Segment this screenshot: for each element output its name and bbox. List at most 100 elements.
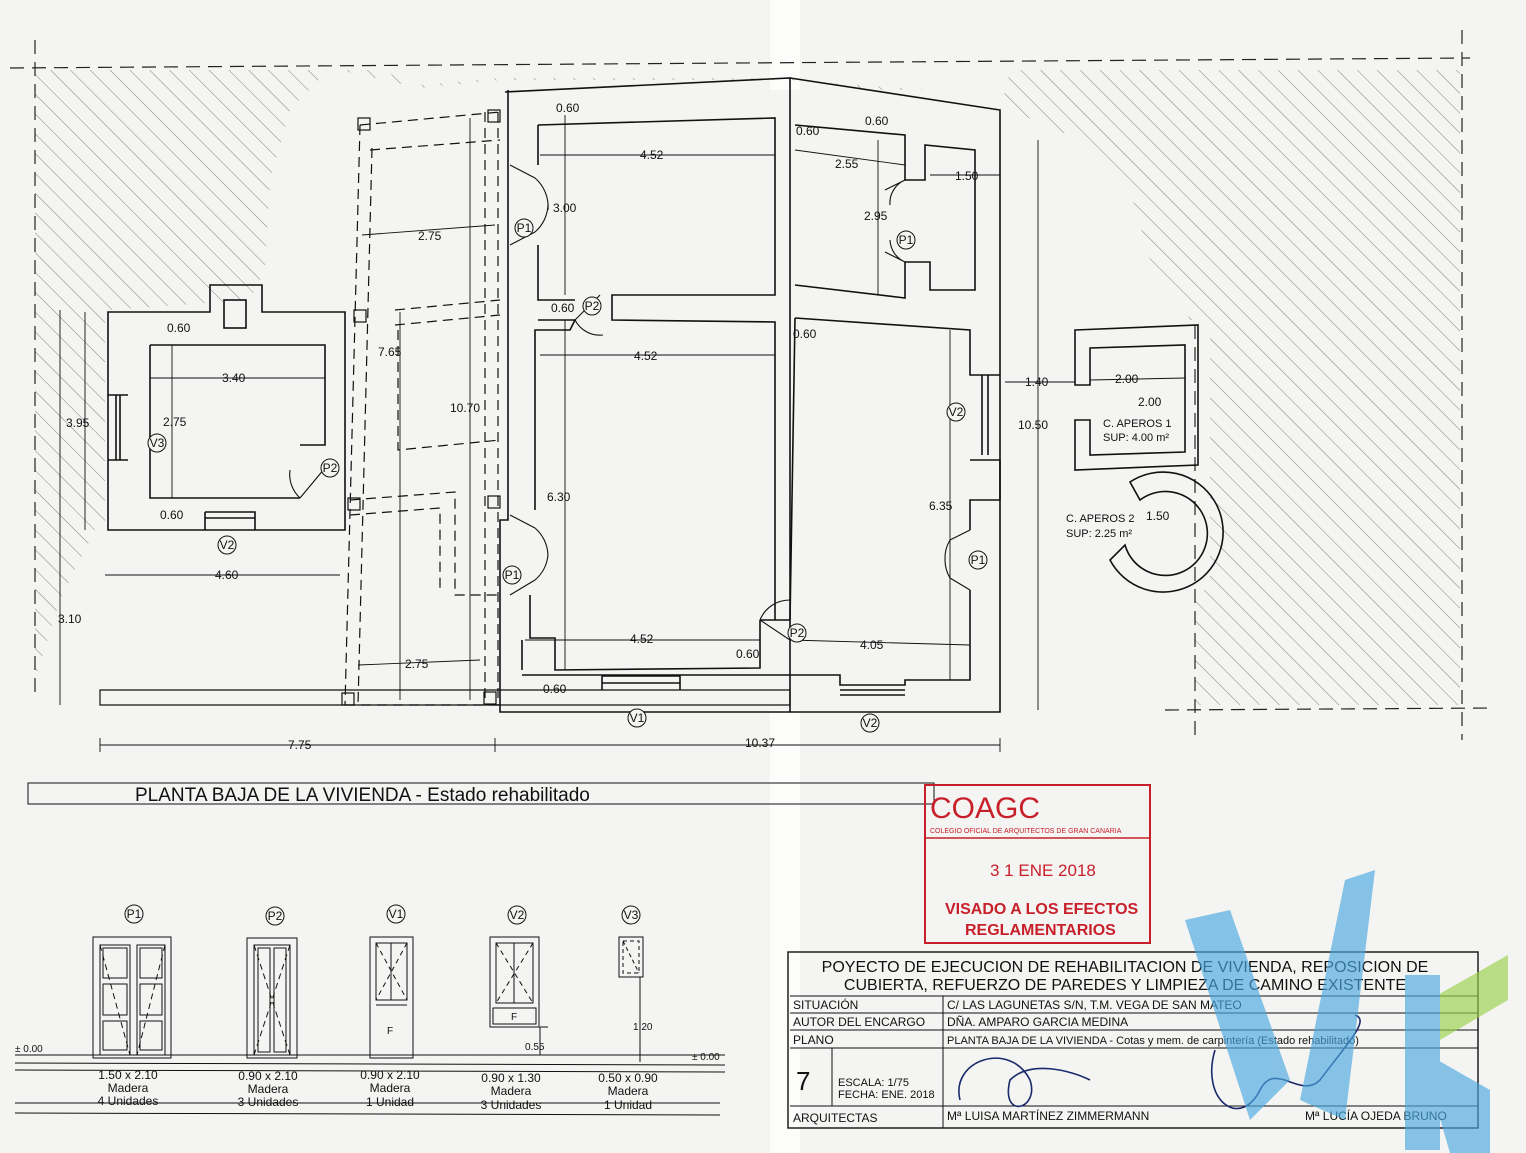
tag-p1-d: P1 [971, 553, 986, 567]
tag-v2-a: V2 [949, 405, 964, 419]
dim-255: 2.55 [835, 157, 859, 171]
dim-295: 2.95 [864, 209, 888, 223]
aperos1-name: C. APEROS 1 [1103, 418, 1171, 430]
legend-units-p2: 3 Unidades [238, 1095, 299, 1109]
aperos2-name: C. APEROS 2 [1066, 513, 1134, 525]
stamp-org-full: COLEGIO OFICIAL DE ARQUITECTOS DE GRAN C… [930, 828, 1122, 835]
stamp-line1: VISADO A LOS EFECTOS [945, 901, 1139, 918]
dim-060-mid: 0.60 [551, 301, 575, 315]
dim-140: 1.40 [1025, 375, 1049, 389]
architect-1: Mª LUISA MARTÍNEZ ZIMMERMANN [947, 1108, 1149, 1123]
tag-p2-a: P2 [585, 299, 600, 313]
plano-label: PLANO [793, 1033, 834, 1047]
dim-275-b: 2.75 [163, 415, 187, 429]
legend-size-p2: 0.90 x 2.10 [238, 1069, 298, 1083]
legend-units-v2: 3 Unidades [481, 1098, 542, 1112]
legend-material-v2: Madera [491, 1084, 532, 1098]
tag-p1-a: P1 [517, 221, 532, 235]
watermark-logo [1185, 870, 1508, 1153]
title-block: POYECTO DE EJECUCION DE REHABILITACION D… [787, 951, 1479, 1129]
dim-630: 6.30 [547, 490, 571, 504]
terrain-hatch [35, 68, 1460, 705]
legend-units-p1: 4 Unidades [98, 1094, 159, 1108]
legend-units-v3: 1 Unidad [604, 1098, 652, 1112]
situacion-value: C/ LAS LAGUNETAS S/N, T.M. VEGA DE SAN M… [947, 998, 1242, 1012]
legend-tag-v1: V1 [389, 907, 404, 921]
level-left: ± 0.00 [15, 1044, 43, 1055]
tag-p1-c: P1 [505, 568, 520, 582]
dim-060-top-right: 0.60 [865, 114, 889, 128]
dim-1070: 10.70 [450, 401, 480, 415]
tag-p2-b: P2 [323, 461, 338, 475]
level-right: ± 0.00 [692, 1052, 720, 1063]
v3-sill-height: 1.20 [633, 1022, 653, 1033]
legend-units-v1: 1 Unidad [366, 1095, 414, 1109]
legend-material-p1: Madera [108, 1081, 149, 1095]
tag-v2-b: V2 [220, 538, 235, 552]
dim-1037: 10.37 [745, 736, 775, 750]
legend-tag-v3: V3 [624, 908, 639, 922]
legend-tag-p2: P2 [268, 909, 283, 923]
fecha: FECHA: ENE. 2018 [838, 1089, 935, 1101]
legend-tag-p1: P1 [127, 907, 142, 921]
dim-300: 3.00 [553, 201, 577, 215]
dim-150-b: 1.50 [1146, 509, 1170, 523]
signature-1 [958, 1057, 1091, 1108]
dim-150-a: 1.50 [955, 169, 979, 183]
legend-size-p1: 1.50 x 2.10 [98, 1068, 158, 1082]
coagc-stamp: COAGC COLEGIO OFICIAL DE ARQUITECTOS DE … [924, 784, 1151, 944]
arquitectas-label: ARQUITECTAS [793, 1111, 877, 1125]
project-title-line1: POYECTO DE EJECUCION DE REHABILITACION D… [822, 959, 1429, 976]
dim-635: 6.35 [929, 499, 953, 513]
tag-p1-b: P1 [899, 233, 914, 247]
dim-1050: 10.50 [1018, 418, 1048, 432]
dim-200-a: 2.00 [1115, 372, 1139, 386]
dim-395: 3.95 [66, 416, 90, 430]
dim-060-left-bottom: 0.60 [160, 508, 184, 522]
aperos1-sup: SUP: 4.00 m² [1103, 432, 1169, 444]
dim-460: 4.60 [215, 568, 239, 582]
dim-060-top: 0.60 [556, 101, 580, 115]
legend-material-v3: Madera [608, 1084, 649, 1098]
stamp-line2: REGLAMENTARIOS [965, 922, 1116, 939]
dim-200-b: 2.00 [1138, 395, 1162, 409]
autor-label: AUTOR DEL ENCARGO [793, 1015, 925, 1029]
dim-452-mid: 4.52 [634, 349, 658, 363]
dim-275-a: 2.75 [418, 229, 442, 243]
dim-452-top: 4.52 [640, 148, 664, 162]
dim-765: 7.65 [378, 345, 402, 359]
v2-sill-height: 0.55 [525, 1042, 545, 1053]
v2-fixed-mark: F [511, 1012, 517, 1023]
project-title-line2: CUBIERTA, REFUERZO DE PAREDES Y LIMPIEZA… [844, 977, 1406, 994]
stamp-org: COAGC [930, 792, 1040, 825]
legend-material-v1: Madera [370, 1081, 411, 1095]
dim-060-bottom-a: 0.60 [736, 647, 760, 661]
legend-size-v2: 0.90 x 1.30 [481, 1071, 541, 1085]
legend-size-v3: 0.50 x 0.90 [598, 1071, 658, 1085]
v1-fixed-mark: F [387, 1026, 393, 1037]
tag-v2-c: V2 [863, 716, 878, 730]
carpentry-legend: P1 P2 V1 V2 V3 F F 0.55 1.20 ± 0.00 ± 0.… [14, 904, 726, 1116]
dim-060-bottom-b: 0.60 [543, 682, 567, 696]
dim-775: 7.75 [288, 738, 312, 752]
tag-v1: V1 [630, 711, 645, 725]
tag-p2-c: P2 [790, 626, 805, 640]
stamp-date: 3 1 ENE 2018 [990, 861, 1096, 880]
autor-value: DÑA. AMPARO GARCIA MEDINA [947, 1015, 1128, 1029]
dim-405: 4.05 [860, 638, 884, 652]
legend-tag-v2: V2 [510, 908, 525, 922]
dim-310: 3.10 [58, 612, 82, 626]
dim-060-right-b: 0.60 [793, 327, 817, 341]
plan-number: 7 [796, 1066, 810, 1096]
aperos2-sup: SUP: 2.25 m² [1066, 528, 1132, 540]
tag-v3: V3 [150, 436, 165, 450]
escala: ESCALA: 1/75 [838, 1077, 909, 1089]
legend-size-v1: 0.90 x 2.10 [360, 1068, 420, 1082]
plan-title: PLANTA BAJA DE LA VIVIENDA - Estado reha… [135, 785, 590, 806]
dim-060-left: 0.60 [167, 321, 191, 335]
legend-material-p2: Madera [248, 1082, 289, 1096]
dim-060-right-a: 0.60 [796, 124, 820, 138]
situacion-label: SITUACIÓN [793, 997, 858, 1012]
dim-275-c: 2.75 [405, 657, 429, 671]
